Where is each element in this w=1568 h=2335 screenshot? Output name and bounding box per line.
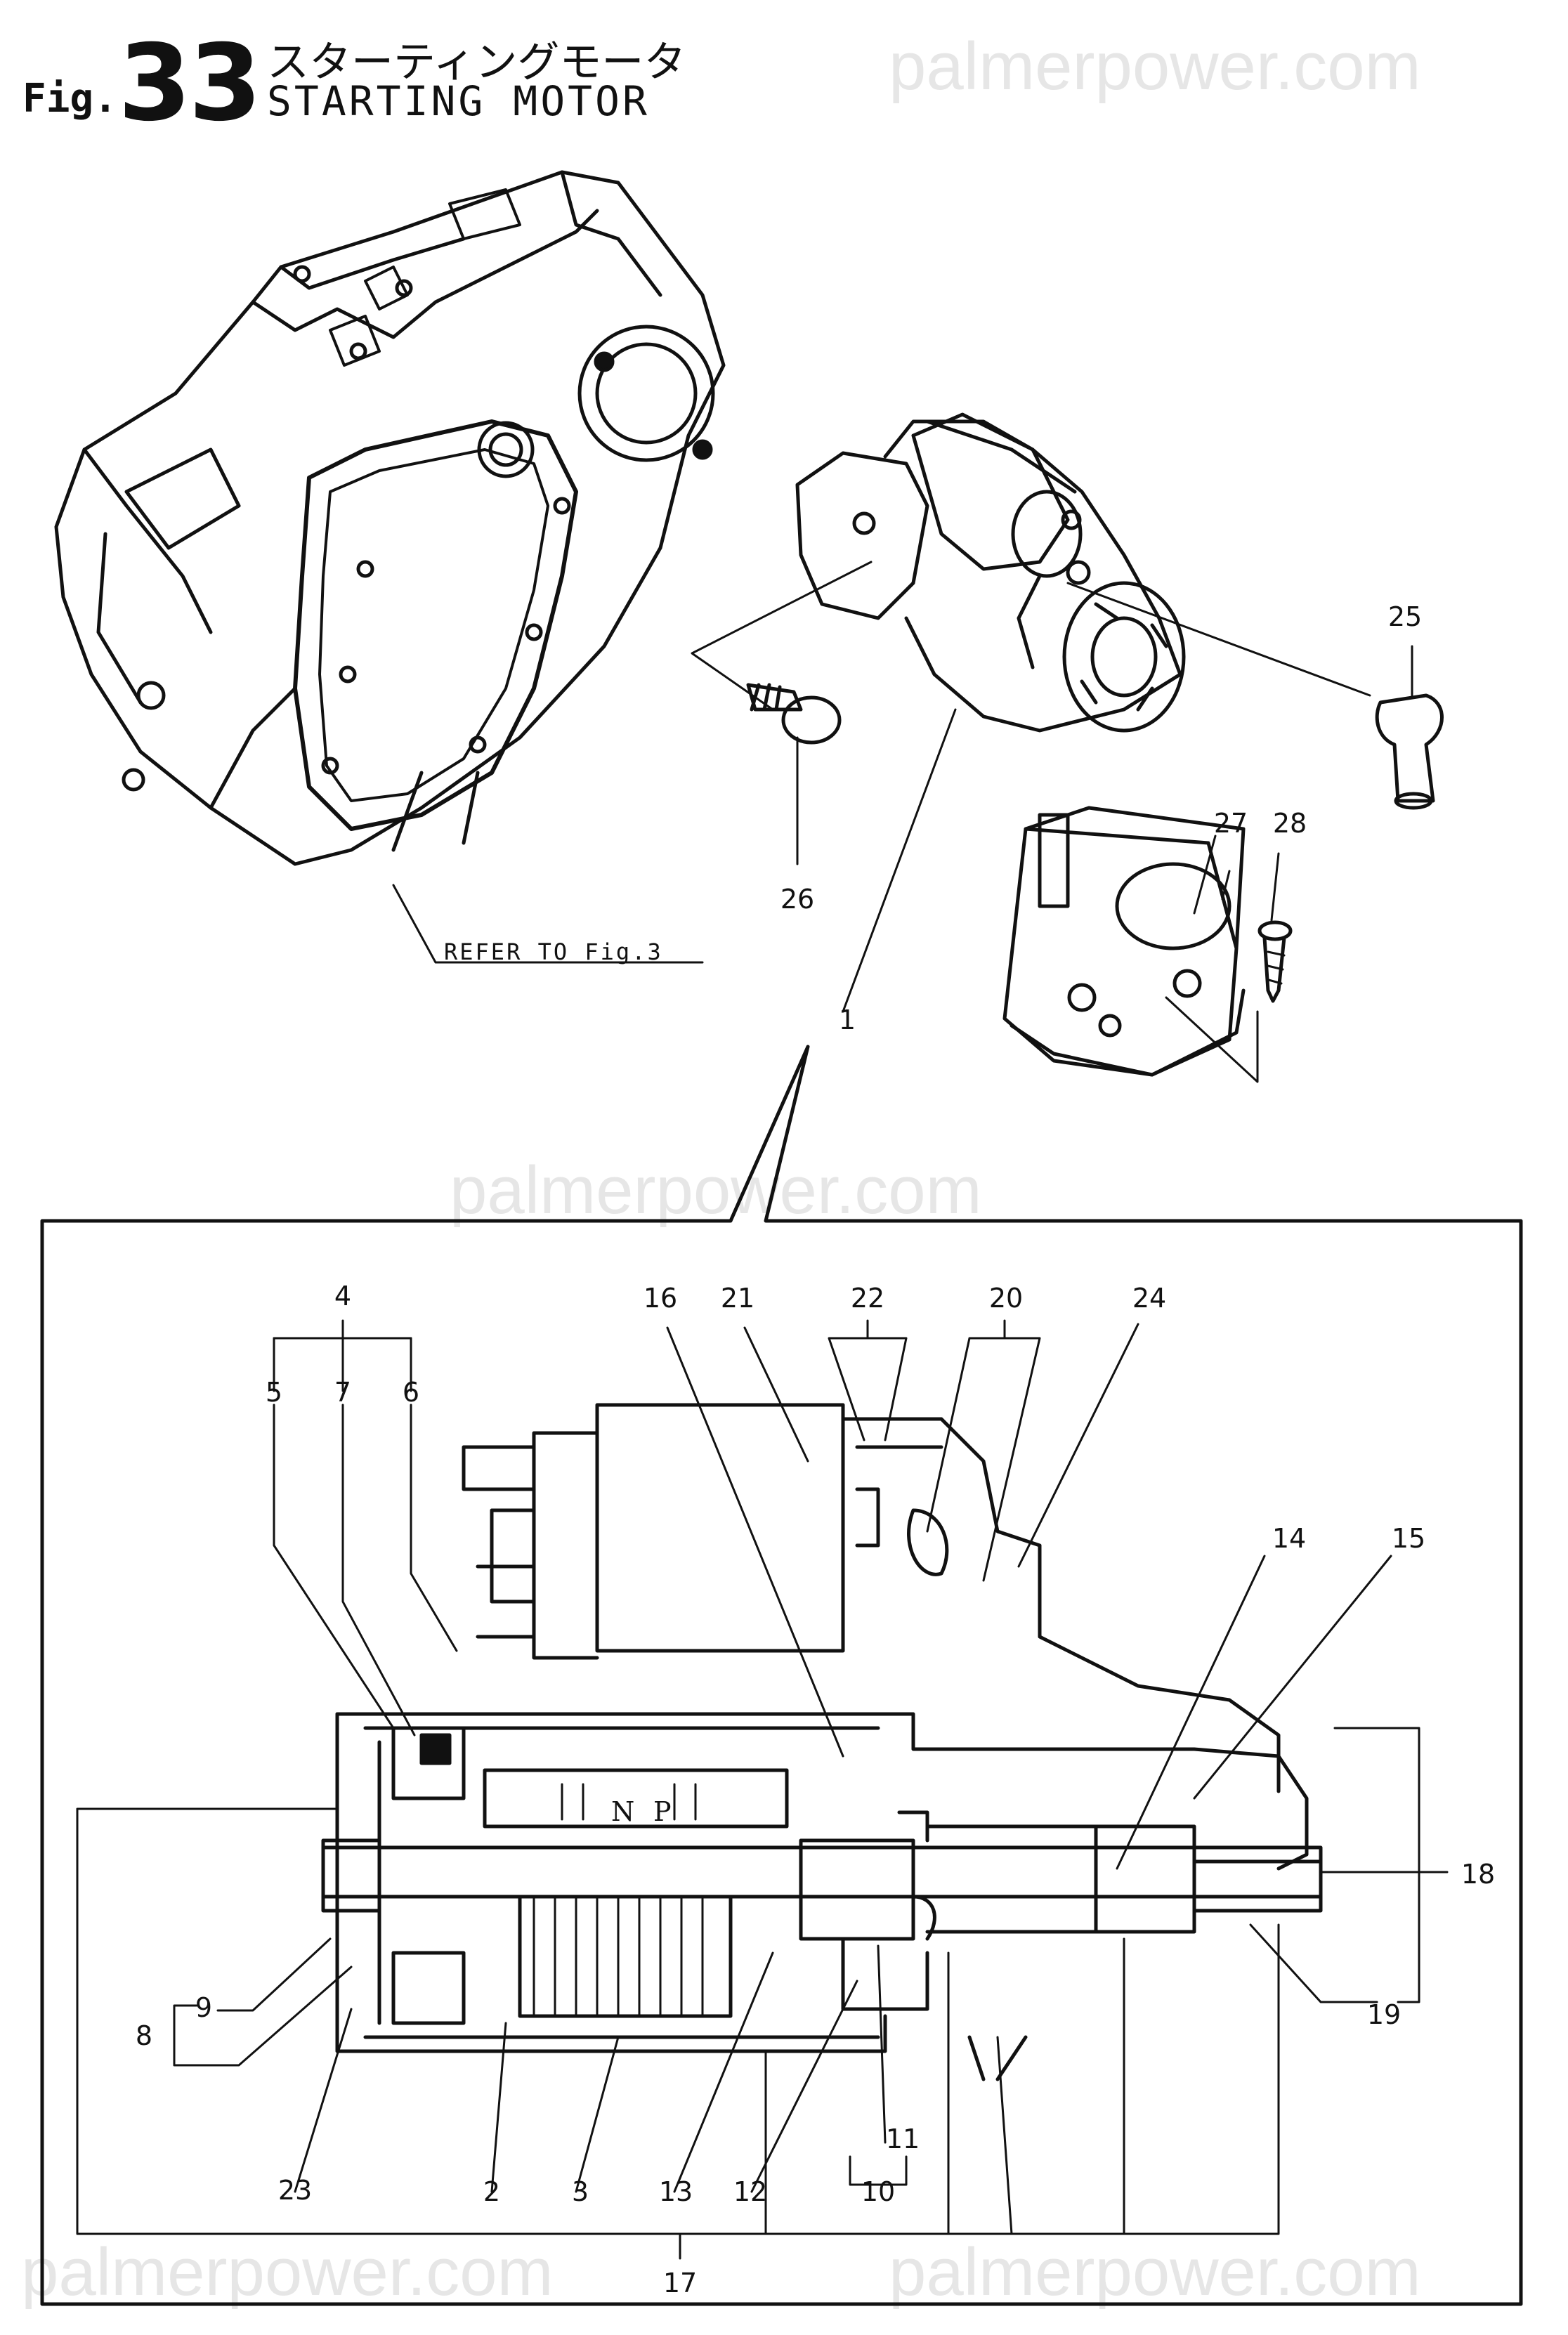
title-japanese: スターティングモータ: [267, 38, 686, 87]
relay-27: [1002, 806, 1259, 1083]
bolt-26: [746, 683, 842, 865]
callout-2: 2: [483, 2176, 501, 2207]
callout-21: 21: [720, 1283, 755, 1314]
callout-1: 1: [838, 1005, 856, 1035]
watermark-middle: palmerpower.com: [450, 1153, 982, 1228]
armature-mark-p: P: [653, 1796, 672, 1827]
callout-9: 9: [195, 1992, 213, 2023]
starter-motor-assembly: [691, 412, 1371, 1013]
screw-28: [1257, 852, 1293, 1003]
callout-11: 11: [885, 2124, 920, 2154]
callout-15: 15: [1391, 1523, 1426, 1554]
callout-14: 14: [1272, 1523, 1307, 1554]
refer-note: REFER TO Fig.3: [444, 938, 663, 965]
callout-18: 18: [1461, 1859, 1496, 1890]
figure-prefix: Fig.: [22, 76, 117, 122]
callout-20: 20: [988, 1283, 1024, 1314]
callout-3: 3: [571, 2176, 589, 2207]
callout-4: 4: [334, 1281, 352, 1312]
callout-17: 17: [662, 2268, 698, 2298]
leader-lines: [76, 1319, 1449, 2260]
cap-25: [1375, 645, 1444, 810]
callout-28: 28: [1272, 808, 1307, 839]
callout-5: 5: [265, 1377, 283, 1408]
starter-cutaway: [321, 1403, 1323, 2081]
callout-25: 25: [1387, 601, 1423, 632]
watermark-bottom-right: palmerpower.com: [889, 2235, 1421, 2310]
flywheel-housing: [54, 170, 726, 964]
callout-22: 22: [850, 1283, 885, 1314]
callout-7: 7: [334, 1377, 352, 1408]
callout-10: 10: [861, 2176, 896, 2207]
detail-frame: [40, 1045, 1523, 2306]
watermark-bottom-left: palmerpower.com: [21, 2235, 554, 2310]
figure-number: 33: [118, 22, 262, 145]
armature-mark-n: N: [611, 1796, 634, 1827]
callout-13: 13: [658, 2176, 693, 2207]
title-english: STARTING MOTOR: [267, 77, 650, 125]
callout-27: 27: [1213, 808, 1248, 839]
watermark-top: palmerpower.com: [889, 29, 1421, 104]
callout-26: 26: [780, 884, 815, 915]
callout-24: 24: [1132, 1283, 1167, 1314]
callout-6: 6: [402, 1377, 420, 1408]
callout-19: 19: [1366, 1999, 1402, 2030]
callout-23: 23: [277, 2175, 313, 2206]
callout-12: 12: [733, 2176, 768, 2207]
callout-8: 8: [135, 2020, 153, 2051]
callout-16: 16: [643, 1283, 678, 1314]
